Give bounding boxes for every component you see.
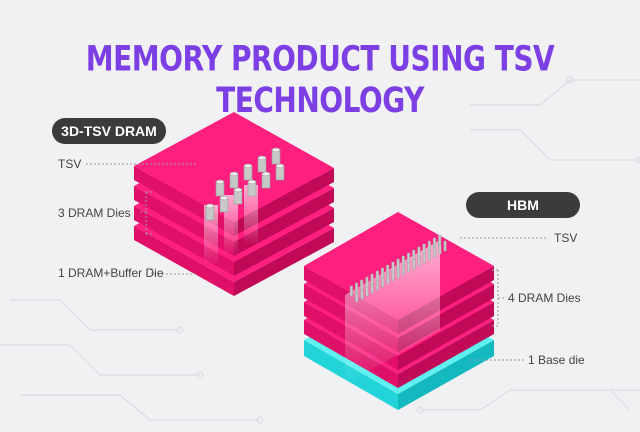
hbm-tsv-pillar xyxy=(391,261,395,273)
hbm-tsv-pillar xyxy=(386,273,390,285)
hbm-tsv-pillar xyxy=(417,246,421,258)
hbm-tsv-pillar xyxy=(412,249,416,261)
hbm-tsv-pillar xyxy=(349,285,353,297)
hbm-tsv-pillar xyxy=(386,264,390,276)
hbm-tsv-pillar xyxy=(370,282,374,294)
hbm-tsv-pillar xyxy=(427,240,431,252)
hbm-tsv-pillar xyxy=(396,267,400,279)
hbm-tsv-pillar xyxy=(401,255,405,267)
hbm-tsv-pillar xyxy=(360,288,364,300)
hbm-tsv-pillar xyxy=(360,279,364,291)
hbm-tsv-pillar xyxy=(422,243,426,255)
label-right-base-die: 1 Base die xyxy=(528,353,585,367)
badge-3d-tsv-dram: 3D-TSV DRAM xyxy=(52,118,166,144)
page-title: MEMORY PRODUCT USING TSV TECHNOLOGY xyxy=(85,38,555,121)
hbm-tsv-pillar xyxy=(370,273,374,285)
hbm-tsv-pillar xyxy=(376,279,380,291)
hbm-tsv-pillar xyxy=(381,267,385,279)
leader-lines xyxy=(86,163,548,361)
label-left-dram-dies: 3 DRAM Dies xyxy=(58,206,131,220)
hbm-tsv-pillar xyxy=(412,258,416,270)
left-tsv-pillars xyxy=(205,147,285,221)
label-left-tsv: TSV xyxy=(58,157,82,171)
hbm-tsv-pillar xyxy=(407,261,411,273)
hbm-tsv-pillar xyxy=(438,234,442,246)
label-right-dram-dies: 4 DRAM Dies xyxy=(508,291,581,305)
hbm-tsv-pillar xyxy=(375,270,379,282)
hbm-tsv-pillar xyxy=(433,237,437,249)
hbm-tsv-pillar xyxy=(417,255,421,267)
hbm-tsv-pillar xyxy=(402,264,406,276)
hbm-tsv-pillar xyxy=(381,276,385,288)
hbm-tsv-pillar xyxy=(355,291,359,303)
hbm-tsv-pillar xyxy=(407,252,411,264)
hbm-stack xyxy=(304,212,494,410)
hbm-tsv-pillar xyxy=(396,258,400,270)
hbm-tsv-pillar xyxy=(433,246,437,258)
hbm-tsv-pillar xyxy=(422,252,426,264)
hbm-tsv-pillar xyxy=(365,285,369,297)
label-left-buffer-die: 1 DRAM+Buffer Die xyxy=(58,266,164,280)
hbm-tsv-pillar xyxy=(428,249,432,261)
right-tsv-pillars xyxy=(349,234,447,303)
label-right-tsv: TSV xyxy=(554,231,578,245)
badge-hbm: HBM xyxy=(466,192,580,218)
tsv-dram-stack xyxy=(134,112,334,296)
hbm-tsv-pillar xyxy=(365,276,369,288)
hbm-tsv-pillar xyxy=(438,243,442,255)
hbm-tsv-pillar xyxy=(443,240,447,252)
hbm-tsv-pillar xyxy=(391,270,395,282)
right-tsv-beam xyxy=(345,240,440,385)
hbm-tsv-pillar xyxy=(355,282,359,294)
